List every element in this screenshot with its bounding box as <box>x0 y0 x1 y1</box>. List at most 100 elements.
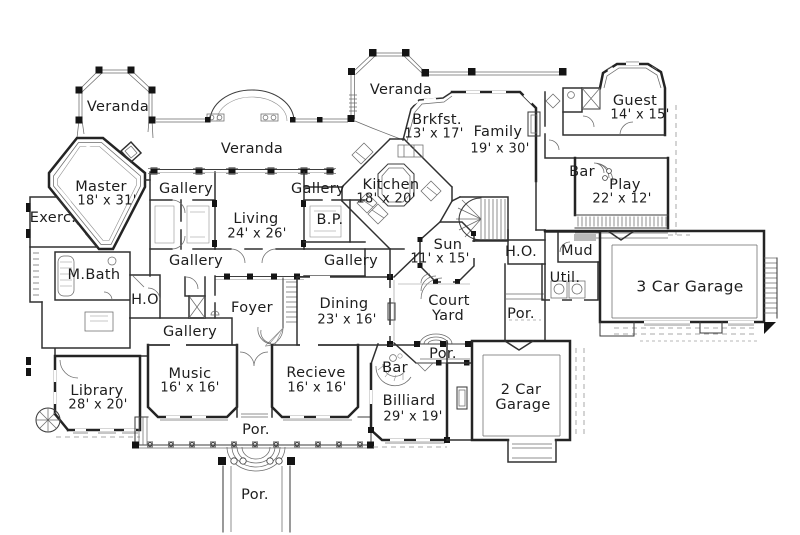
label-court: Court <box>428 293 470 309</box>
label-living-dims: 24' x 26' <box>227 227 286 242</box>
utility-room <box>541 261 599 302</box>
family-fireplace <box>527 111 541 137</box>
ho-closet-left <box>129 274 161 319</box>
play-balusters <box>577 216 667 227</box>
play-bar-counter <box>593 162 614 183</box>
label-dining-name: Dining <box>320 296 369 312</box>
label-garage3: 3 Car Garage <box>636 278 743 296</box>
butlers-pantry <box>303 199 391 277</box>
kitchen-island <box>377 163 415 207</box>
label-play-dims: 22' x 12' <box>592 192 651 207</box>
dining-room <box>296 274 396 347</box>
guest-closet <box>581 87 601 110</box>
label-veranda-left: Veranda <box>87 99 149 115</box>
label-guest-name: Guest <box>613 93 657 109</box>
label-gallery-lower-right: Gallery <box>324 253 378 269</box>
label-yard: Yard <box>431 308 464 324</box>
label-billiard-name: Billiard <box>383 393 436 409</box>
veranda-pavilion-left <box>75 66 156 139</box>
garage-3car <box>543 229 778 342</box>
master-fireplace <box>119 140 143 164</box>
label-veranda-center: Veranda <box>221 141 283 157</box>
recieve-room <box>270 343 360 421</box>
label-butlers-pantry: B.P. <box>316 212 343 228</box>
label-master-bath: M.Bath <box>68 267 121 283</box>
veranda-steps <box>349 94 357 112</box>
label-family-name: Family <box>474 124 523 140</box>
veranda-front-rail <box>156 89 348 123</box>
label-sun-dims: 11' x 15' <box>410 252 469 267</box>
label-breakfast-dims: 13' x 17' <box>404 127 463 142</box>
left-wing <box>26 246 161 438</box>
front-porch <box>132 416 374 449</box>
label-foyer: Foyer <box>231 300 273 316</box>
upper-hall <box>535 91 669 265</box>
living-room <box>148 167 336 264</box>
family-room <box>450 90 561 231</box>
main-stair <box>456 196 509 242</box>
sun-room <box>417 221 476 300</box>
porch-court-strip <box>504 263 546 342</box>
living-colonnade-posts <box>148 167 336 175</box>
pavilion-posts <box>75 66 156 124</box>
elevator <box>188 295 220 319</box>
label-garage2-line1: 2 Car <box>501 382 542 398</box>
label-living-name: Living <box>233 211 278 227</box>
label-master-name: Master <box>75 179 127 195</box>
kitchen-counters <box>351 142 442 225</box>
label-recieve-name: Recieve <box>286 365 345 381</box>
label-ho-stair: H.O. <box>505 244 537 260</box>
label-bar-billiard: Bar <box>382 360 408 376</box>
label-ho-left: H.O <box>131 292 159 308</box>
label-kitchen-name: Kitchen <box>363 177 420 193</box>
label-music-dims: 16' x 16' <box>160 381 219 396</box>
guest-suite <box>562 61 667 137</box>
label-library-dims: 28' x 20' <box>68 398 127 413</box>
porch-columns <box>147 441 363 448</box>
master-suite <box>47 136 147 251</box>
gallery-left-block <box>149 171 216 277</box>
veranda-upper-right <box>347 49 567 141</box>
garage3-side-stair <box>764 257 778 334</box>
label-gallery-lower-left: Gallery <box>169 253 223 269</box>
billiard-bar <box>370 341 418 387</box>
label-gallery-foyer: Gallery <box>163 324 217 340</box>
label-bar-play: Bar <box>569 164 595 180</box>
spiral-stair <box>35 407 61 433</box>
label-util: Util. <box>550 270 581 286</box>
label-gallery-upper-left: Gallery <box>159 181 213 197</box>
play-room <box>573 105 690 239</box>
veranda-ornament-right <box>260 113 279 122</box>
entry-steps <box>218 446 295 533</box>
label-veranda-right: Veranda <box>370 82 432 98</box>
label-breakfast-name: Brkfst. <box>412 112 462 128</box>
misc-walls <box>144 179 509 364</box>
label-recieve-dims: 16' x 16' <box>287 381 346 396</box>
ho-closet-right <box>507 239 546 265</box>
foyer-stair <box>257 277 297 347</box>
label-billiard-dims: 29' x 19' <box>383 410 442 425</box>
label-por-entry: Por. <box>241 487 269 503</box>
kitchen <box>340 137 454 251</box>
label-kitchen-dims: 18' x 20' <box>356 192 415 207</box>
label-family-dims: 19' x 30' <box>470 142 529 157</box>
breakfast-nook <box>402 90 454 142</box>
label-music-name: Music <box>168 366 211 382</box>
exercise-room <box>26 195 99 249</box>
garage-2car <box>470 339 585 463</box>
garage-corridor <box>446 362 473 441</box>
label-library-name: Library <box>70 383 123 399</box>
label-master-dims: 18' x 31' <box>77 194 136 209</box>
bathtub <box>57 255 75 297</box>
label-por-billiard: Por. <box>429 346 457 362</box>
label-por-front: Por. <box>242 422 270 438</box>
label-dining-dims: 23' x 16' <box>317 313 376 328</box>
label-guest-dims: 14' x 15' <box>610 108 669 123</box>
library <box>26 354 142 438</box>
court-yard <box>389 280 471 347</box>
label-exercise-name: Exerc. <box>30 210 77 226</box>
label-mud: Mud <box>561 243 593 259</box>
